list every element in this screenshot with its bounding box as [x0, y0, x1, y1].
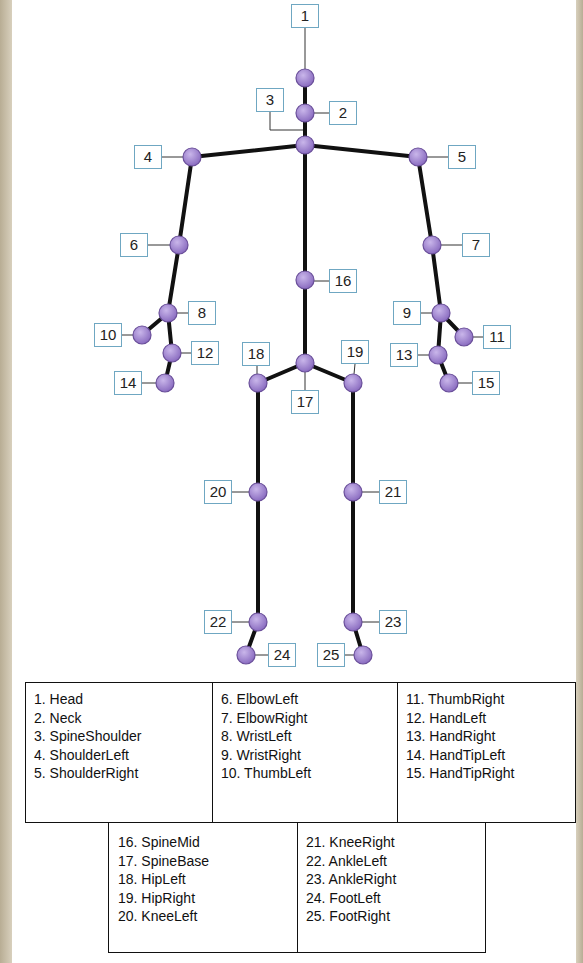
legend-table — [26, 683, 576, 953]
callout-box: 22 — [204, 610, 232, 634]
callout-box: 16 — [329, 269, 357, 293]
callout-box: 18 — [242, 342, 270, 366]
joint-name: 24. FootLeft — [306, 889, 381, 907]
callout-box: 12 — [191, 341, 219, 365]
callout-box: 3 — [256, 88, 284, 112]
joint-name: 9. WristRight — [221, 746, 301, 764]
callout-box: 8 — [188, 301, 216, 325]
joint-name: 21. KneeRight — [306, 833, 395, 851]
callout-box: 5 — [448, 145, 476, 169]
joint-name: 19. HipRight — [118, 889, 195, 907]
joint-name: 16. SpineMid — [118, 833, 200, 851]
joint-name: 11. ThumbRight — [406, 690, 504, 708]
callout-number: 18 — [248, 345, 265, 362]
callout-number: 3 — [266, 91, 274, 108]
callout-number: 23 — [385, 613, 402, 630]
callout-number: 20 — [210, 483, 227, 500]
callout-number: 10 — [100, 326, 117, 343]
bones — [142, 78, 464, 655]
callout-number: 4 — [144, 148, 152, 165]
callout-box: 24 — [268, 643, 296, 667]
callout-number: 22 — [210, 613, 227, 630]
callout-number: 21 — [385, 483, 402, 500]
callout-box: 6 — [120, 233, 148, 257]
callout-box: 11 — [483, 325, 511, 349]
callout-box: 17 — [291, 390, 319, 414]
callout-number: 9 — [403, 304, 411, 321]
joint-name: 20. KneeLeft — [118, 907, 197, 925]
callout-number: 17 — [297, 393, 314, 410]
joint-name: 23. AnkleRight — [306, 870, 396, 888]
callout-box: 20 — [204, 480, 232, 504]
joint-name: 2. Neck — [34, 709, 81, 727]
callout-box: 15 — [472, 371, 500, 395]
callout-box: 23 — [379, 610, 407, 634]
callout-number: 8 — [198, 304, 206, 321]
leader-lines — [122, 28, 483, 655]
callout-box: 9 — [393, 301, 421, 325]
joint-name: 8. WristLeft — [221, 727, 292, 745]
joint-name: 7. ElbowRight — [221, 709, 307, 727]
callout-number: 5 — [458, 148, 466, 165]
joint-name: 25. FootRight — [306, 907, 390, 925]
joints — [133, 69, 473, 664]
joint-name: 15. HandTipRight — [406, 764, 514, 782]
callout-number: 15 — [478, 374, 495, 391]
joint-name: 22. AnkleLeft — [306, 852, 387, 870]
joint-name: 13. HandRight — [406, 727, 496, 745]
callout-number: 7 — [472, 236, 480, 253]
callout-number: 13 — [396, 346, 413, 363]
joint-name: 6. ElbowLeft — [221, 690, 298, 708]
callout-box: 25 — [317, 643, 345, 667]
joint-name: 18. HipLeft — [118, 870, 186, 888]
callout-number: 6 — [130, 236, 138, 253]
callout-number: 2 — [339, 104, 347, 121]
callout-box: 21 — [379, 480, 407, 504]
joint-name: 10. ThumbLeft — [221, 764, 311, 782]
callout-box: 10 — [94, 323, 122, 347]
callout-number: 25 — [323, 646, 340, 663]
callout-number: 24 — [274, 646, 291, 663]
callout-box: 7 — [462, 233, 490, 257]
callout-box: 14 — [114, 371, 142, 395]
joint-name: 14. HandTipLeft — [406, 746, 505, 764]
callout-box: 19 — [341, 340, 369, 364]
callout-number: 19 — [347, 343, 364, 360]
callout-number: 14 — [120, 374, 137, 391]
callout-box: 1 — [291, 4, 319, 28]
joint-name: 3. SpineShoulder — [34, 727, 141, 745]
callout-number: 16 — [335, 272, 352, 289]
joint-name: 5. ShoulderRight — [34, 764, 138, 782]
callout-number: 12 — [197, 344, 214, 361]
callout-number: 1 — [301, 7, 309, 24]
callout-box: 2 — [329, 101, 357, 125]
joint-name: 17. SpineBase — [118, 852, 209, 870]
joint-name: 1. Head — [34, 690, 83, 708]
joint-name: 4. ShoulderLeft — [34, 746, 129, 764]
callout-number: 11 — [489, 328, 505, 345]
callout-box: 13 — [390, 343, 418, 367]
joint-name: 12. HandLeft — [406, 709, 486, 727]
callout-box: 4 — [134, 145, 162, 169]
